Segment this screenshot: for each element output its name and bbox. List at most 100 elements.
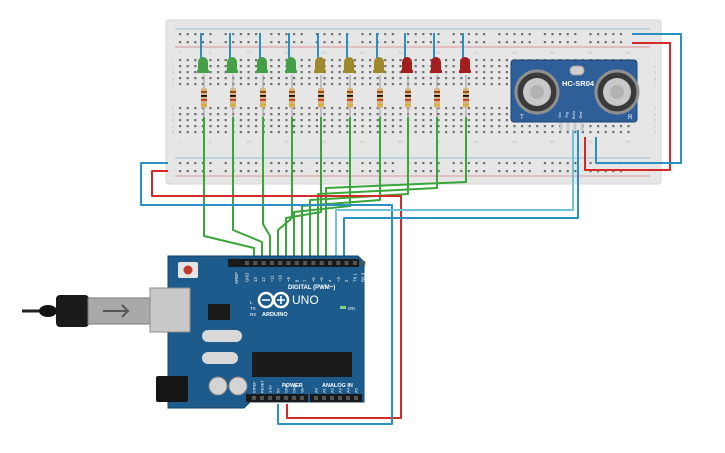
breadboard-hole[interactable] xyxy=(574,131,577,134)
rail-hole[interactable] xyxy=(551,33,554,36)
rail-hole[interactable] xyxy=(429,170,432,173)
breadboard-hole[interactable] xyxy=(239,71,242,74)
breadboard-hole[interactable] xyxy=(475,107,478,110)
breadboard-hole[interactable] xyxy=(505,65,508,68)
rail-hole[interactable] xyxy=(452,41,455,44)
breadboard-hole[interactable] xyxy=(277,131,280,134)
breadboard-hole[interactable] xyxy=(353,125,356,128)
breadboard-hole[interactable] xyxy=(331,119,334,122)
breadboard-hole[interactable] xyxy=(239,125,242,128)
breadboard-hole[interactable] xyxy=(346,113,349,116)
breadboard-hole[interactable] xyxy=(475,65,478,68)
breadboard-hole[interactable] xyxy=(293,77,296,80)
breadboard-hole[interactable] xyxy=(437,83,440,86)
breadboard-hole[interactable] xyxy=(247,59,250,62)
breadboard-hole[interactable] xyxy=(483,71,486,74)
breadboard-hole[interactable] xyxy=(179,83,182,86)
breadboard-hole[interactable] xyxy=(224,83,227,86)
rail-hole[interactable] xyxy=(209,41,212,44)
breadboard-hole[interactable] xyxy=(255,107,258,110)
breadboard-hole[interactable] xyxy=(201,77,204,80)
breadboard-hole[interactable] xyxy=(361,71,364,74)
header-pin[interactable] xyxy=(352,261,357,265)
rail-hole[interactable] xyxy=(513,170,516,173)
rail-hole[interactable] xyxy=(247,162,250,165)
reset-button[interactable] xyxy=(183,265,193,275)
breadboard-hole[interactable] xyxy=(452,83,455,86)
breadboard-hole[interactable] xyxy=(536,125,539,128)
breadboard-hole[interactable] xyxy=(369,71,372,74)
rail-hole[interactable] xyxy=(331,41,334,44)
rail-hole[interactable] xyxy=(513,33,516,36)
breadboard-hole[interactable] xyxy=(391,113,394,116)
sensor-pin[interactable] xyxy=(580,123,584,131)
breadboard-hole[interactable] xyxy=(179,59,182,62)
breadboard-hole[interactable] xyxy=(460,131,463,134)
breadboard-hole[interactable] xyxy=(399,113,402,116)
breadboard-hole[interactable] xyxy=(369,125,372,128)
breadboard-hole[interactable] xyxy=(186,131,189,134)
rail-hole[interactable] xyxy=(505,33,508,36)
breadboard-hole[interactable] xyxy=(315,107,318,110)
rail-hole[interactable] xyxy=(407,41,410,44)
rail-hole[interactable] xyxy=(255,41,258,44)
breadboard-hole[interactable] xyxy=(293,83,296,86)
breadboard-hole[interactable] xyxy=(338,131,341,134)
header-pin[interactable] xyxy=(346,396,350,400)
breadboard-hole[interactable] xyxy=(179,125,182,128)
rail-hole[interactable] xyxy=(369,41,372,44)
led-signal-wire[interactable] xyxy=(317,117,438,258)
breadboard-hole[interactable] xyxy=(391,65,394,68)
breadboard-hole[interactable] xyxy=(346,107,349,110)
breadboard-hole[interactable] xyxy=(498,65,501,68)
breadboard-hole[interactable] xyxy=(277,113,280,116)
breadboard-hole[interactable] xyxy=(483,77,486,80)
breadboard-hole[interactable] xyxy=(612,125,615,128)
breadboard-hole[interactable] xyxy=(186,59,189,62)
rail-hole[interactable] xyxy=(194,33,197,36)
breadboard-hole[interactable] xyxy=(293,125,296,128)
rail-hole[interactable] xyxy=(285,170,288,173)
breadboard-hole[interactable] xyxy=(277,83,280,86)
breadboard-hole[interactable] xyxy=(445,125,448,128)
header-pin[interactable] xyxy=(292,396,296,400)
rail-hole[interactable] xyxy=(505,162,508,165)
breadboard-hole[interactable] xyxy=(460,77,463,80)
header-pin[interactable] xyxy=(294,261,299,265)
breadboard-hole[interactable] xyxy=(521,125,524,128)
breadboard-hole[interactable] xyxy=(498,107,501,110)
led-yellow[interactable] xyxy=(343,33,355,73)
rail-hole[interactable] xyxy=(376,162,379,165)
breadboard-hole[interactable] xyxy=(483,65,486,68)
breadboard-hole[interactable] xyxy=(437,77,440,80)
rail-hole[interactable] xyxy=(224,41,227,44)
rail-hole[interactable] xyxy=(239,162,242,165)
breadboard-hole[interactable] xyxy=(513,125,516,128)
breadboard-hole[interactable] xyxy=(239,113,242,116)
rail-hole[interactable] xyxy=(543,162,546,165)
breadboard-hole[interactable] xyxy=(361,119,364,122)
breadboard-hole[interactable] xyxy=(255,83,258,86)
breadboard-hole[interactable] xyxy=(338,59,341,62)
breadboard-hole[interactable] xyxy=(270,119,273,122)
breadboard-hole[interactable] xyxy=(315,83,318,86)
breadboard-hole[interactable] xyxy=(498,77,501,80)
breadboard-hole[interactable] xyxy=(300,77,303,80)
rail-hole[interactable] xyxy=(467,170,470,173)
breadboard-hole[interactable] xyxy=(399,65,402,68)
rail-hole[interactable] xyxy=(247,170,250,173)
breadboard-hole[interactable] xyxy=(285,125,288,128)
rail-hole[interactable] xyxy=(338,41,341,44)
breadboard-hole[interactable] xyxy=(315,119,318,122)
breadboard-hole[interactable] xyxy=(361,131,364,134)
rail-hole[interactable] xyxy=(475,41,478,44)
breadboard-hole[interactable] xyxy=(627,131,630,134)
breadboard-hole[interactable] xyxy=(399,107,402,110)
rail-hole[interactable] xyxy=(559,162,562,165)
breadboard-hole[interactable] xyxy=(308,119,311,122)
breadboard-hole[interactable] xyxy=(293,113,296,116)
led-red[interactable] xyxy=(459,33,471,73)
breadboard-hole[interactable] xyxy=(566,131,569,134)
breadboard-hole[interactable] xyxy=(338,107,341,110)
breadboard-hole[interactable] xyxy=(194,59,197,62)
